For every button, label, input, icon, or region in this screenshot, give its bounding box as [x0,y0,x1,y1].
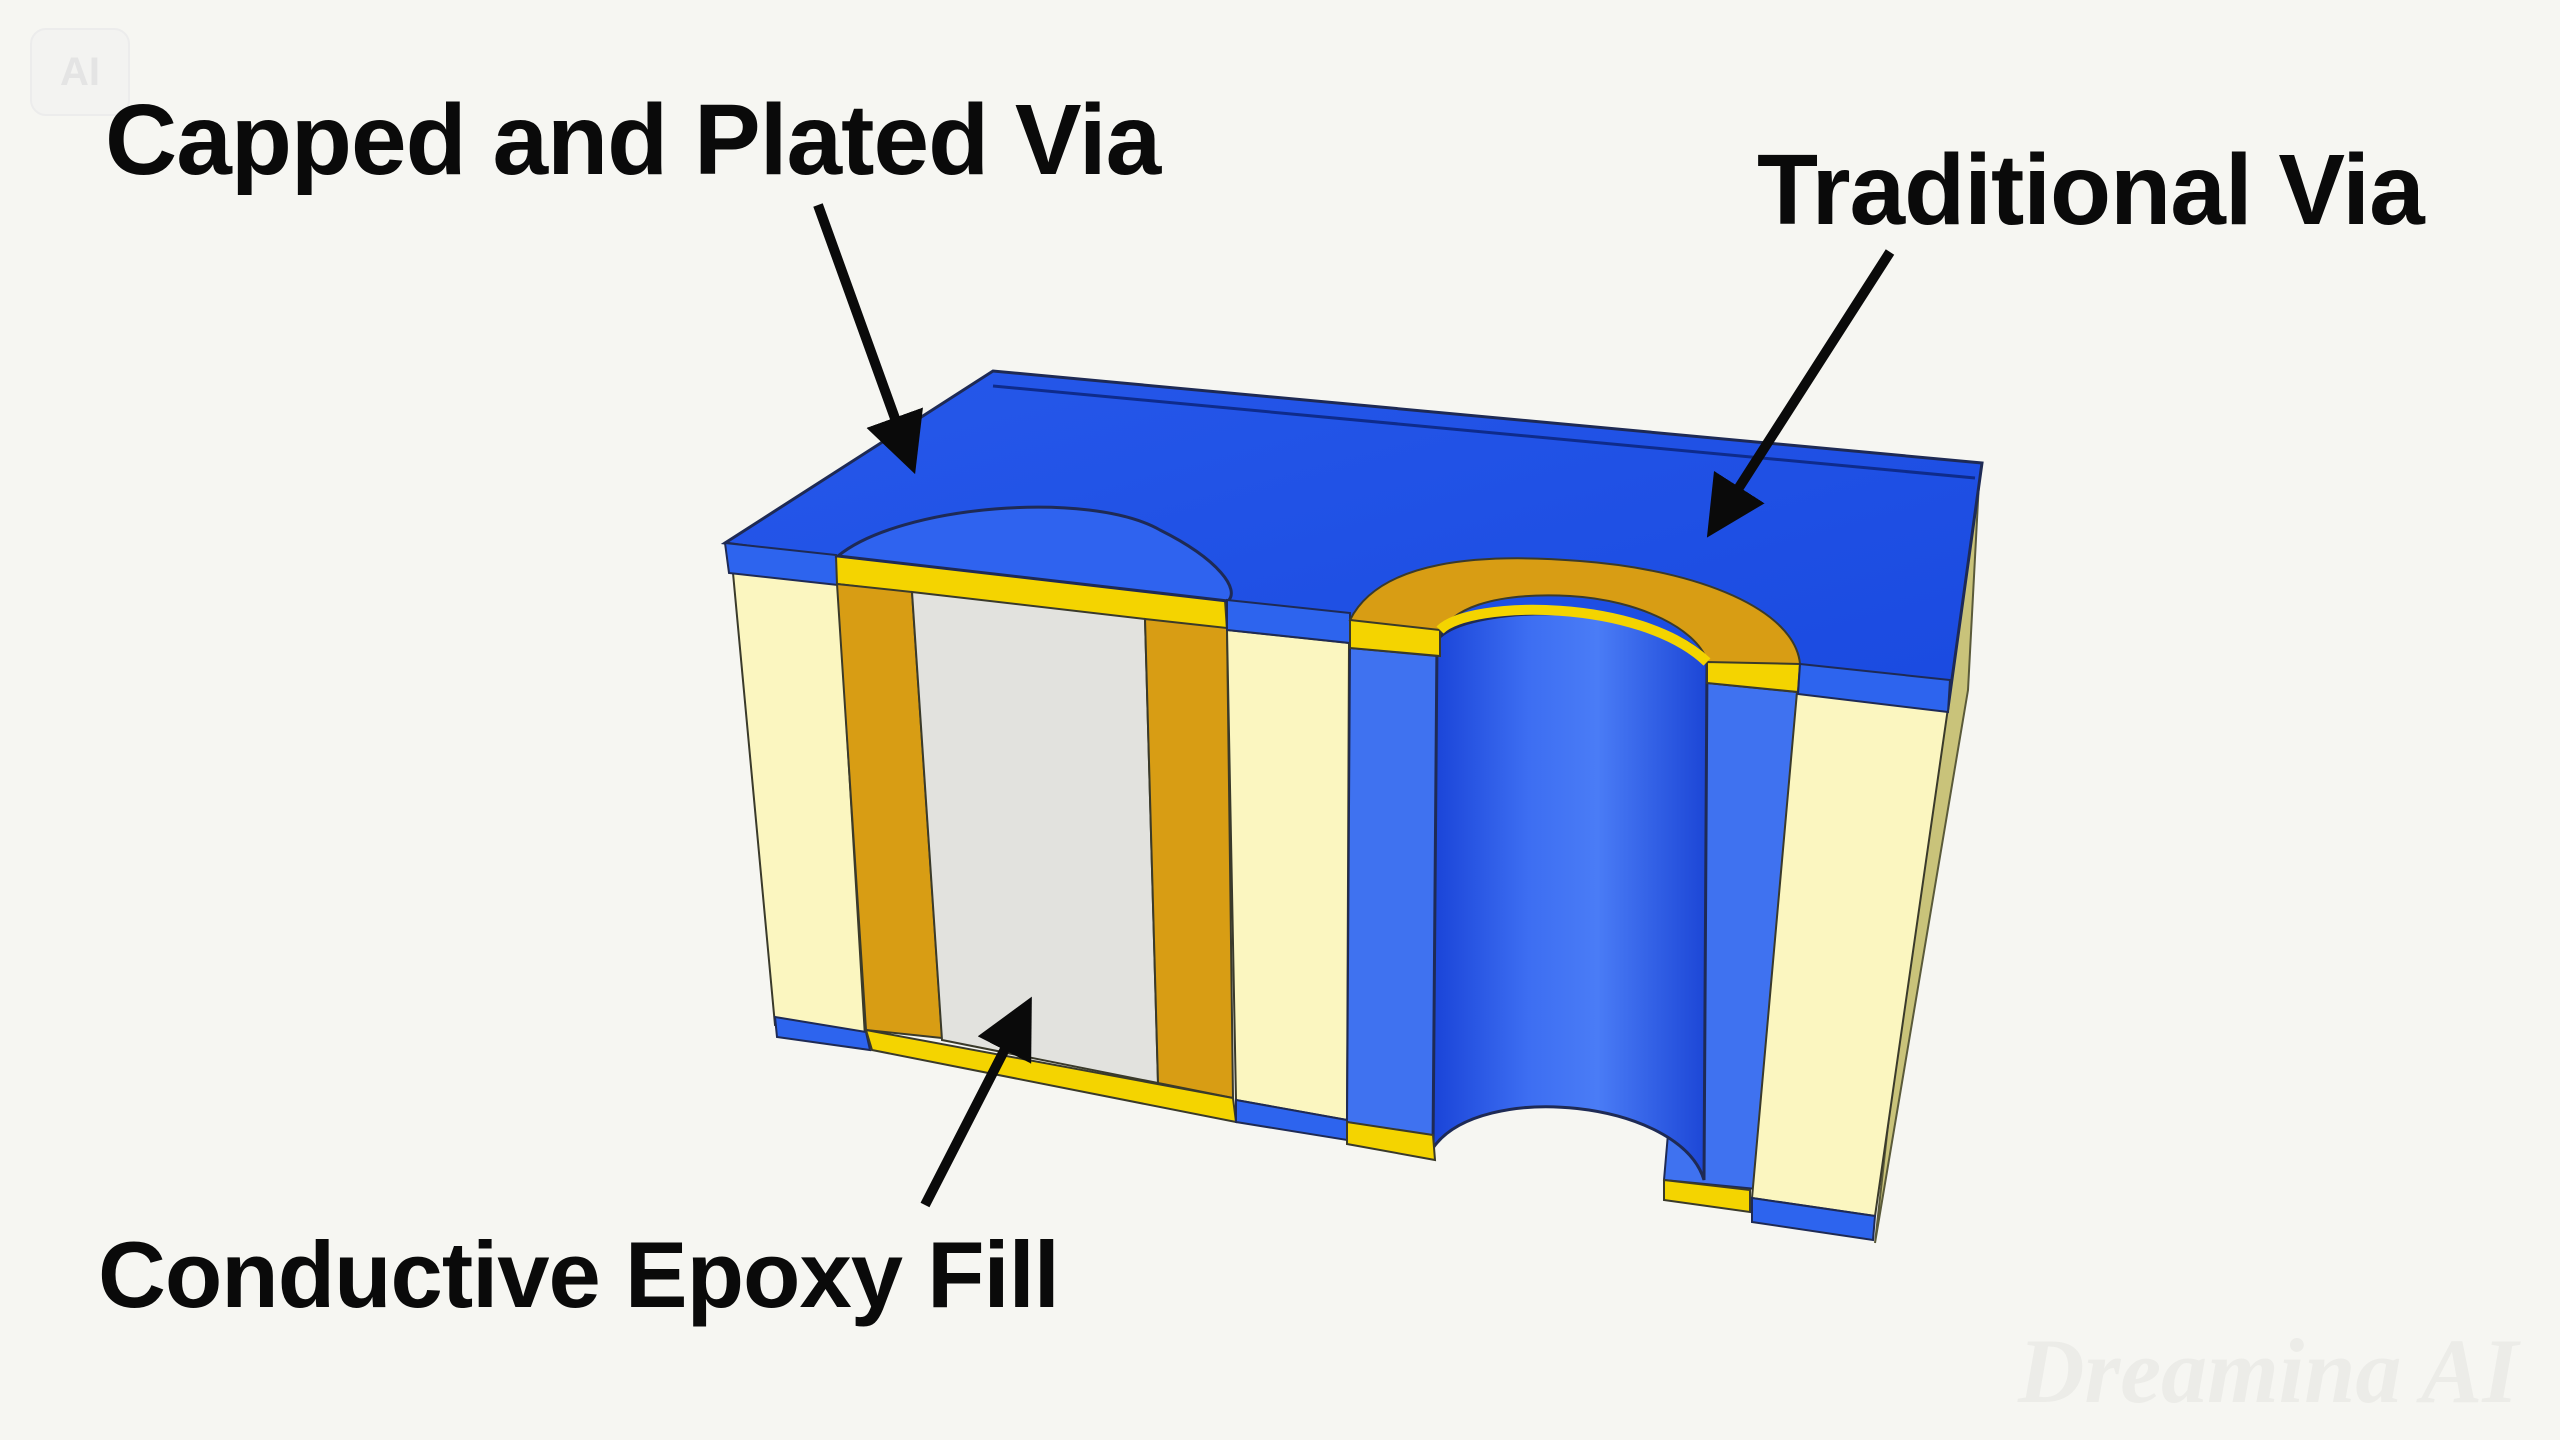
epoxy-fill-label: Conductive Epoxy Fill [98,1222,1060,1327]
traditional-via-bottom-pad-right [1663,1178,1751,1214]
traditional-via-bottom-pad-left [1346,1120,1437,1162]
arrow-epoxy-fill [920,996,1032,1208]
arrow-capped-via [813,203,923,475]
traditional-via-top-ring [1348,557,1802,665]
traditional-via-inner-rim [1436,604,1711,666]
capped-via-plating-right [1143,617,1235,1100]
arrow-traditional-via [1706,249,1895,538]
traditional-via-top-pad-left [1349,618,1441,658]
middle-substrate-section [1225,628,1351,1122]
conductive-epoxy-fill [910,590,1160,1085]
dreamina-watermark-icon: Dreamina AI [2018,1320,2519,1422]
top-edge-highlight [992,384,1976,480]
capped-via-label: Capped and Plated Via [105,84,1161,196]
traditional-via-barrel [1431,612,1709,1181]
right-bottom-blue-edge [1751,1196,1877,1242]
right-top-blue-edge [1796,662,1952,714]
traditional-via-label: Traditional Via [1757,134,2425,246]
traditional-via-left-wall [1345,646,1438,1142]
ai-badge-icon: AI [30,28,130,116]
left-bottom-blue-edge [773,1015,872,1052]
capped-via-dome [834,505,1233,603]
